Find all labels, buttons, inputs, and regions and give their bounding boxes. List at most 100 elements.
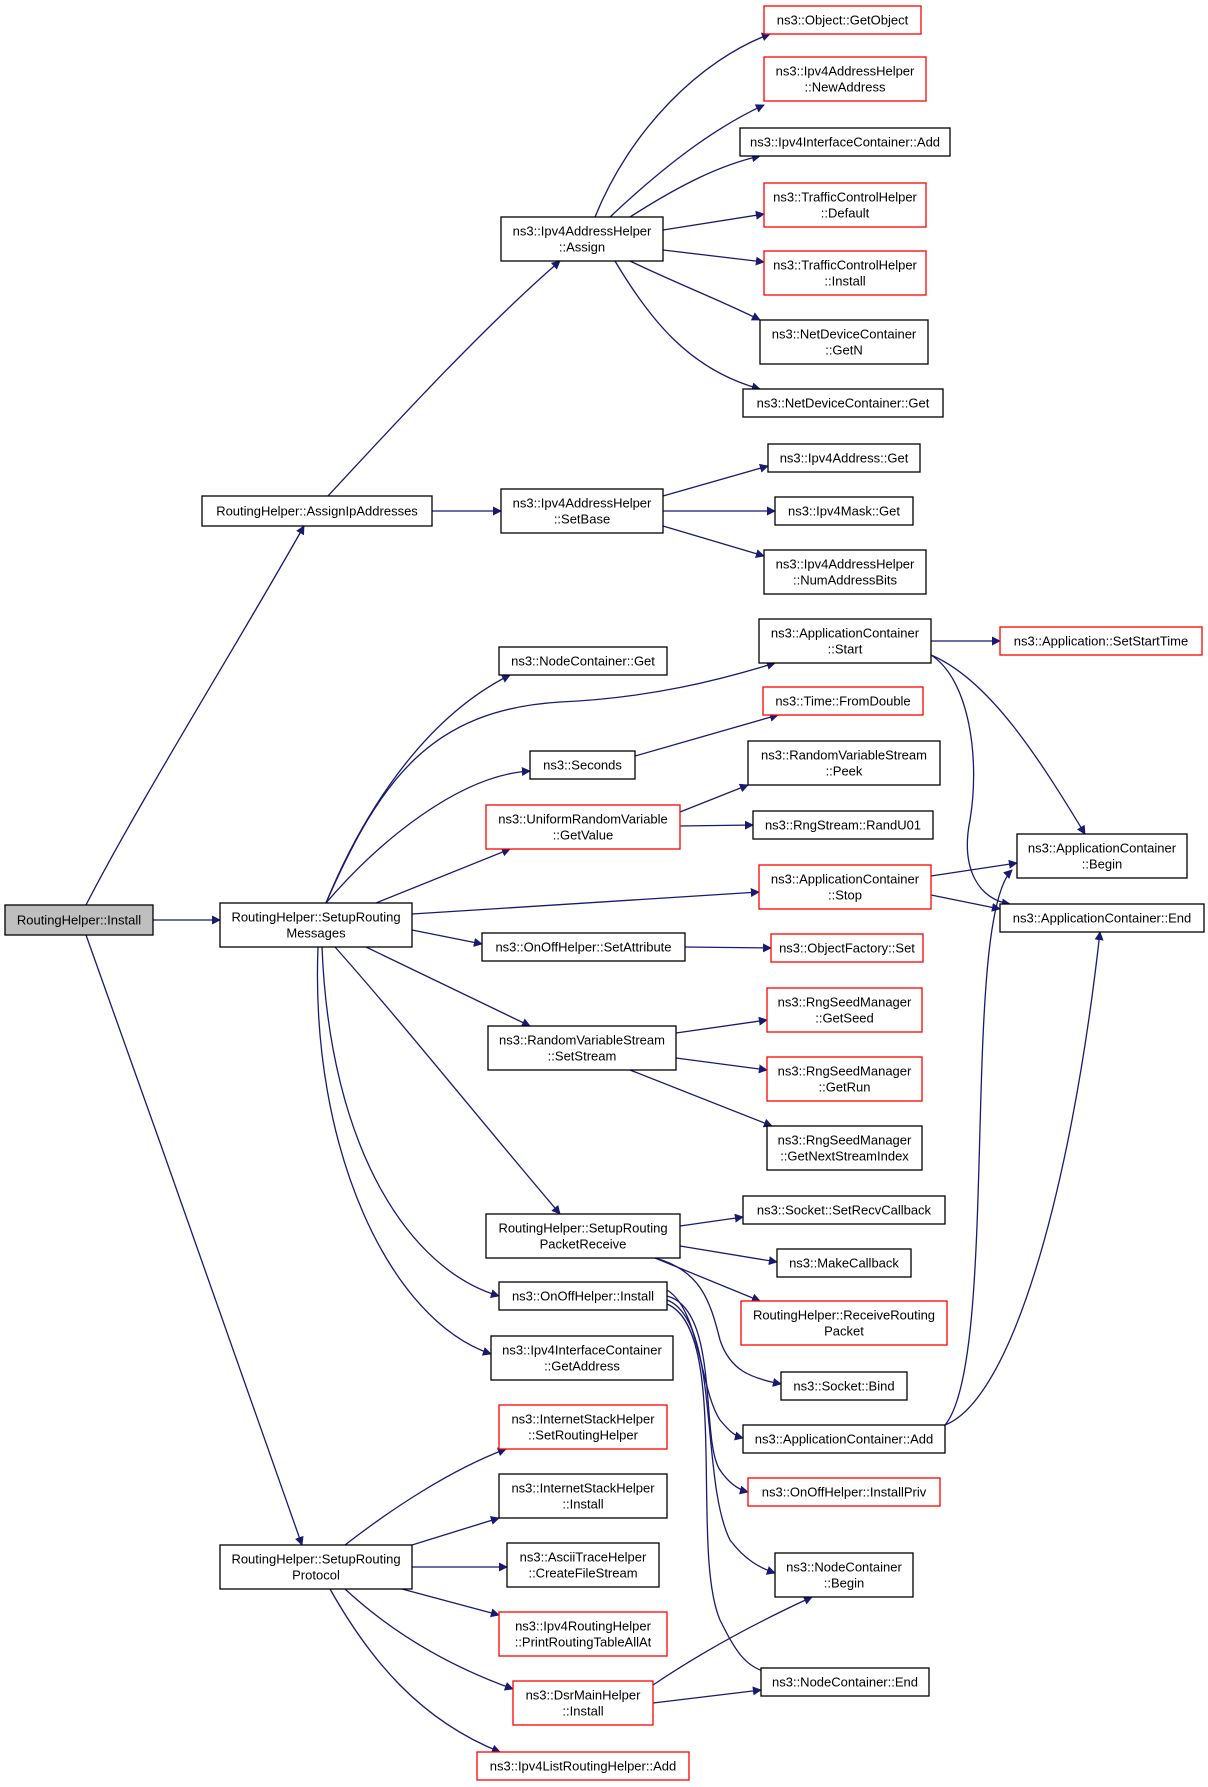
node-ac-start[interactable]: ns3::ApplicationContainer::Start bbox=[758, 618, 932, 664]
node-rsm-getnext[interactable]: ns3::RngSeedManager::GetNextStreamIndex bbox=[766, 1125, 923, 1171]
node-box bbox=[219, 1544, 413, 1590]
node-ac-stop[interactable]: ns3::ApplicationContainer::Stop bbox=[758, 864, 932, 910]
node-label: ns3::ApplicationContainer bbox=[771, 872, 920, 887]
node-box bbox=[219, 902, 413, 948]
node-label: ns3::OnOffHelper::Install bbox=[512, 1289, 654, 1304]
node-nc-begin[interactable]: ns3::NodeContainer::Begin bbox=[774, 1552, 914, 1598]
node-onoff-installpriv[interactable]: ns3::OnOffHelper::InstallPriv bbox=[747, 1477, 941, 1507]
node-sock-setrecv[interactable]: ns3::Socket::SetRecvCallback bbox=[742, 1195, 946, 1225]
node-i4rh-print[interactable]: ns3::Ipv4RoutingHelper::PrintRoutingTabl… bbox=[498, 1611, 668, 1657]
edge-setup-msgs-to-setup-pkt bbox=[334, 946, 561, 1215]
node-obj-getobject[interactable]: ns3::Object::GetObject bbox=[763, 5, 922, 35]
node-label: ns3::Object::GetObject bbox=[777, 13, 909, 28]
node-label: ::Stop bbox=[828, 888, 862, 903]
node-i4lrh-add[interactable]: ns3::Ipv4ListRoutingHelper::Add bbox=[476, 1751, 690, 1781]
node-box bbox=[770, 933, 924, 963]
node-box bbox=[758, 864, 932, 910]
node-rng-randu01[interactable]: ns3::RngStream::RandU01 bbox=[752, 810, 934, 840]
node-ish-setrouting[interactable]: ns3::InternetStackHelper::SetRoutingHelp… bbox=[498, 1404, 668, 1450]
node-tch-install[interactable]: ns3::TrafficControlHelper::Install bbox=[763, 250, 927, 296]
node-label: ::NewAddress bbox=[805, 80, 886, 95]
node-box bbox=[766, 987, 923, 1033]
node-ipv4ic-add[interactable]: ns3::Ipv4InterfaceContainer::Add bbox=[739, 127, 951, 157]
node-ipv4mask-get[interactable]: ns3::Ipv4Mask::Get bbox=[774, 496, 914, 526]
node-label: ns3::ApplicationContainer bbox=[1028, 841, 1177, 856]
node-box bbox=[485, 1213, 681, 1259]
node-app-setstart[interactable]: ns3::Application::SetStartTime bbox=[999, 626, 1203, 656]
node-nc-get[interactable]: ns3::NodeContainer::Get bbox=[498, 646, 668, 676]
node-objfactory-set[interactable]: ns3::ObjectFactory::Set bbox=[770, 933, 924, 963]
node-ipv4addr-get[interactable]: ns3::Ipv4Address::Get bbox=[767, 443, 921, 473]
node-label: ::GetN bbox=[825, 343, 863, 358]
node-ac-end[interactable]: ns3::ApplicationContainer::End bbox=[999, 903, 1205, 933]
node-label: ns3::ApplicationContainer::Add bbox=[755, 1432, 934, 1447]
node-label: ns3::NodeContainer::End bbox=[772, 1675, 918, 1690]
node-label: RoutingHelper::Install bbox=[17, 913, 141, 928]
node-label: ::Peek bbox=[826, 764, 863, 779]
node-seconds[interactable]: ns3::Seconds bbox=[529, 750, 636, 780]
edge-seconds-to-time-fromdouble bbox=[634, 712, 779, 757]
node-nc-end[interactable]: ns3::NodeContainer::End bbox=[760, 1667, 930, 1697]
node-makecallback[interactable]: ns3::MakeCallback bbox=[776, 1248, 912, 1278]
node-urv-getvalue[interactable]: ns3::UniformRandomVariable::GetValue bbox=[485, 804, 681, 850]
node-box bbox=[201, 495, 433, 527]
node-label: ::SetRoutingHelper bbox=[528, 1428, 639, 1443]
node-rvs-setstream[interactable]: ns3::RandomVariableStream::SetStream bbox=[487, 1025, 677, 1071]
node-ath-create[interactable]: ns3::AsciiTraceHelper::CreateFileStream bbox=[506, 1542, 660, 1588]
edge-ipv4-assign-to-obj-getobject bbox=[594, 32, 771, 218]
node-ac-begin[interactable]: ns3::ApplicationContainer::Begin bbox=[1016, 833, 1188, 879]
node-ipv4-numbits[interactable]: ns3::Ipv4AddressHelper::NumAddressBits bbox=[763, 549, 927, 595]
edge-setup-msgs-to-ac-stop bbox=[411, 888, 760, 915]
node-box bbox=[498, 1473, 668, 1519]
node-label: ns3::NetDeviceContainer bbox=[772, 327, 917, 342]
node-onoff-setattr[interactable]: ns3::OnOffHelper::SetAttribute bbox=[481, 932, 686, 962]
edge-ipv4-setbase-to-ipv4addr-get bbox=[662, 463, 769, 497]
node-ndc-get[interactable]: ns3::NetDeviceContainer::Get bbox=[742, 388, 944, 418]
node-box bbox=[4, 904, 154, 936]
node-label: RoutingHelper::SetupRouting bbox=[231, 1552, 400, 1567]
node-ac-add[interactable]: ns3::ApplicationContainer::Add bbox=[742, 1424, 946, 1454]
node-ish-install[interactable]: ns3::InternetStackHelper::Install bbox=[498, 1473, 668, 1519]
node-box bbox=[512, 1680, 654, 1726]
edge-setup-pkt-to-makecallback bbox=[679, 1245, 778, 1266]
node-ipv4-newaddr[interactable]: ns3::Ipv4AddressHelper::NewAddress bbox=[763, 56, 927, 102]
node-ipv4-assign[interactable]: ns3::Ipv4AddressHelper::Assign bbox=[500, 216, 664, 262]
node-rsm-getseed[interactable]: ns3::RngSeedManager::GetSeed bbox=[766, 987, 923, 1033]
node-routing-install[interactable]: RoutingHelper::Install bbox=[4, 904, 154, 936]
node-box bbox=[999, 903, 1205, 933]
node-label: ::CreateFileStream bbox=[528, 1566, 637, 1581]
node-rvs-peek[interactable]: ns3::RandomVariableStream::Peek bbox=[747, 740, 941, 786]
node-box bbox=[739, 127, 951, 157]
edge-setup-pkt-to-rh-receive bbox=[654, 1257, 761, 1303]
node-onoff-install[interactable]: ns3::OnOffHelper::Install bbox=[498, 1281, 668, 1311]
node-box bbox=[759, 319, 929, 365]
node-ipv4ic-getaddr[interactable]: ns3::Ipv4InterfaceContainer::GetAddress bbox=[490, 1335, 674, 1381]
edge-setup-proto-to-ish-setrouting bbox=[344, 1447, 507, 1546]
node-label: ns3::Seconds bbox=[543, 758, 622, 773]
node-box bbox=[747, 740, 941, 786]
node-label: ns3::ApplicationContainer bbox=[771, 626, 920, 641]
node-rsm-getrun[interactable]: ns3::RngSeedManager::GetRun bbox=[766, 1056, 923, 1102]
node-label: ns3::TrafficControlHelper bbox=[773, 258, 917, 273]
node-box bbox=[774, 1552, 914, 1598]
node-label: ns3::Socket::SetRecvCallback bbox=[757, 1203, 932, 1218]
edge-setup-msgs-to-onoff-install bbox=[321, 946, 500, 1299]
node-label: Protocol bbox=[292, 1568, 340, 1583]
node-label: ::GetNextStreamIndex bbox=[780, 1149, 909, 1164]
node-ipv4-setbase[interactable]: ns3::Ipv4AddressHelper::SetBase bbox=[500, 488, 664, 534]
node-assign-ip[interactable]: RoutingHelper::AssignIpAddresses bbox=[201, 495, 433, 527]
node-sock-bind[interactable]: ns3::Socket::Bind bbox=[780, 1371, 908, 1401]
edge-assign-ip-to-ipv4-assign bbox=[327, 260, 561, 497]
edge-setup-msgs-to-urv-getvalue bbox=[375, 847, 511, 904]
node-dsr-install[interactable]: ns3::DsrMainHelper::Install bbox=[512, 1680, 654, 1726]
node-ndc-getn[interactable]: ns3::NetDeviceContainer::GetN bbox=[759, 319, 929, 365]
node-label: ::Install bbox=[562, 1704, 603, 1719]
node-label: ns3::TrafficControlHelper bbox=[773, 190, 917, 205]
node-tch-default[interactable]: ns3::TrafficControlHelper::Default bbox=[763, 182, 927, 228]
node-time-fromdouble[interactable]: ns3::Time::FromDouble bbox=[762, 686, 924, 716]
node-label: ::SetBase bbox=[554, 512, 610, 527]
